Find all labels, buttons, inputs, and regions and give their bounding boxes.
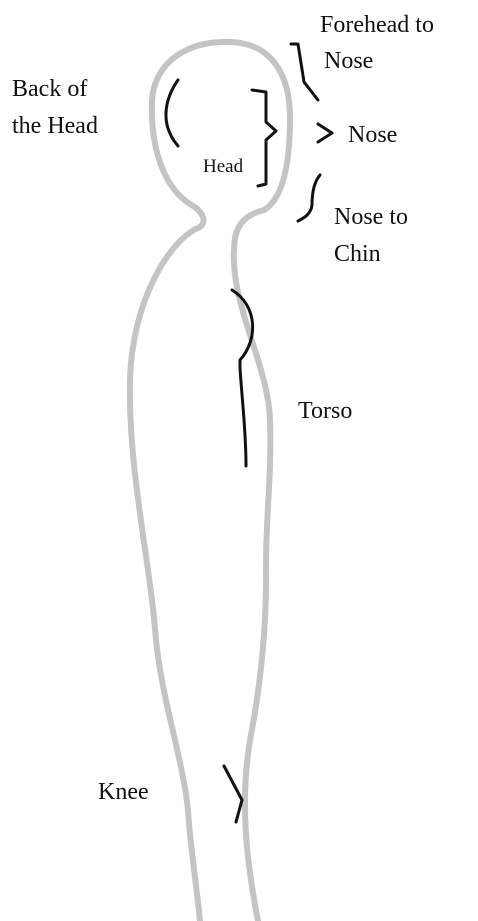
label-head: Head bbox=[203, 156, 244, 177]
label-back-of-head: Back of the Head bbox=[12, 76, 98, 139]
head-bracket bbox=[252, 90, 276, 186]
label-nose: Nose bbox=[348, 122, 397, 148]
nose-to-chin-bracket bbox=[298, 175, 320, 221]
nose-chevron bbox=[318, 124, 332, 142]
label-nose-to-chin: Nose to Chin bbox=[334, 204, 414, 267]
back-of-head-arc bbox=[166, 80, 178, 146]
label-torso: Torso bbox=[298, 398, 352, 424]
forehead-to-nose-bracket bbox=[291, 44, 318, 100]
label-forehead-to-nose: Forehead to Nose bbox=[320, 12, 440, 74]
label-knee: Knee bbox=[98, 779, 149, 805]
knee-mark bbox=[224, 766, 242, 822]
